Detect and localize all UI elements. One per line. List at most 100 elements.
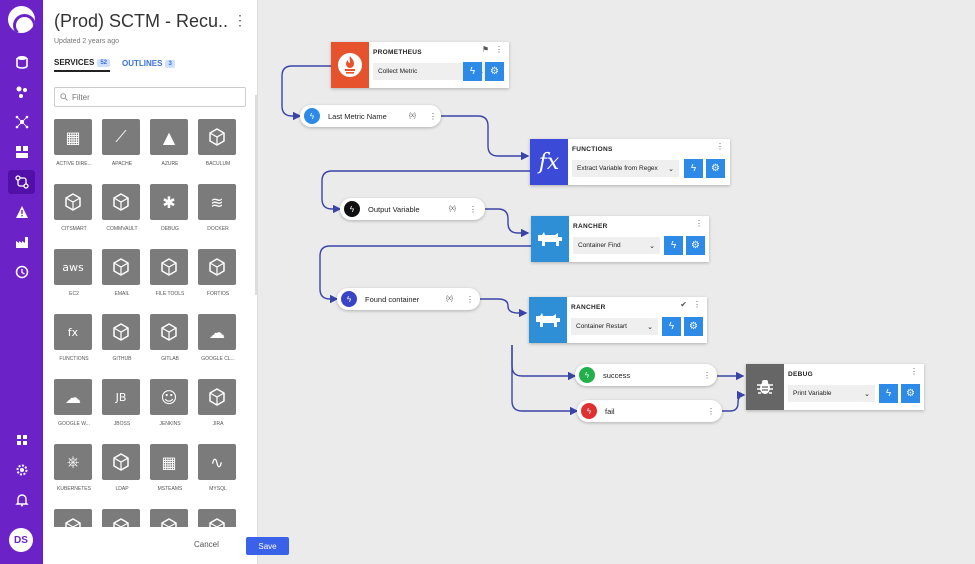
more-vertical-icon[interactable]: ⋮ <box>495 45 503 54</box>
service-tile[interactable] <box>102 509 142 527</box>
lightning-button[interactable]: ϟ <box>664 236 683 255</box>
service-tile[interactable]: GITLAB <box>150 314 190 362</box>
more-vertical-icon[interactable]: ⋮ <box>233 12 247 28</box>
service-tile[interactable]: ☁GOOGLE CL... <box>198 314 238 362</box>
service-tile[interactable]: LDAP <box>102 444 142 492</box>
connector <box>441 115 530 161</box>
gear-button[interactable]: ⚙ <box>901 384 920 403</box>
app-logo[interactable] <box>8 6 35 33</box>
service-tile[interactable]: ☁GOOGLE W... <box>54 379 94 427</box>
service-tile[interactable]: COMMVAULT <box>102 184 142 232</box>
database-icon[interactable] <box>8 50 35 74</box>
service-tile[interactable]: FILE TOOLS <box>150 249 190 297</box>
lightning-button[interactable]: ϟ <box>879 384 898 403</box>
lightning-button[interactable]: ϟ <box>463 62 482 81</box>
service-label: GOOGLE W... <box>58 421 90 427</box>
history-icon[interactable] <box>8 260 35 284</box>
flag-icon[interactable]: ⚑ <box>481 45 489 54</box>
service-tile[interactable]: ⟋APACHE <box>102 119 142 167</box>
variable-icon: {x} <box>409 113 417 119</box>
more-vertical-icon[interactable]: ⋮ <box>716 142 724 151</box>
workflow-icon[interactable] <box>8 170 35 194</box>
service-tile[interactable]: ⎈KUBERNETES <box>54 444 94 492</box>
service-tile[interactable]: ▲AZURE <box>150 119 190 167</box>
network-icon[interactable] <box>8 110 35 134</box>
bell-icon[interactable] <box>8 488 35 512</box>
panel-scrollbar[interactable] <box>255 95 257 295</box>
service-tile[interactable]: ✱DEBUG <box>150 184 190 232</box>
service-tile[interactable]: JIRA <box>198 379 238 427</box>
more-vertical-icon[interactable]: ⋮ <box>910 367 918 376</box>
avatar[interactable]: DS <box>9 528 33 552</box>
service-tile[interactable]: ▦ACTIVE DIRE... <box>54 119 94 167</box>
lightning-button[interactable]: ϟ <box>662 317 681 336</box>
more-vertical-icon[interactable]: ⋮ <box>693 300 701 309</box>
service-tile[interactable] <box>198 509 238 527</box>
more-vertical-icon[interactable]: ⋮ <box>707 406 715 416</box>
service-icon <box>102 509 140 527</box>
filter-input[interactable] <box>72 92 232 102</box>
service-label: DEBUG <box>161 226 179 232</box>
output-success[interactable]: ϟ success ⋮ <box>575 364 717 386</box>
service-icon: ▦ <box>150 444 188 480</box>
service-tile[interactable]: BACULUM <box>198 119 238 167</box>
service-tile[interactable]: EMAIL <box>102 249 142 297</box>
connector <box>511 345 579 416</box>
action-select[interactable]: Container Restart⌄ <box>571 318 658 335</box>
service-tile[interactable]: ≋DOCKER <box>198 184 238 232</box>
service-icon: ∿ <box>198 444 236 480</box>
apps-icon[interactable] <box>8 428 35 452</box>
nav-rail: DS <box>0 0 43 564</box>
rancher-icon <box>529 297 567 343</box>
tab-services[interactable]: SERVICES 52 <box>54 58 110 72</box>
alert-icon[interactable] <box>8 200 35 224</box>
output-variable[interactable]: ϟ Output Variable {x} ⋮ <box>340 198 485 220</box>
more-vertical-icon[interactable]: ⋮ <box>703 370 711 380</box>
action-select[interactable]: Container Find⌄ <box>573 237 660 254</box>
service-tile[interactable] <box>150 509 190 527</box>
node-functions[interactable]: fx FUNCTIONS ⋮ Extract Variable from Reg… <box>530 139 730 185</box>
service-tile[interactable]: ☺JENKINS <box>150 379 190 427</box>
variable-icon: {x} <box>446 296 454 302</box>
action-select[interactable]: Extract Variable from Regex⌄ <box>572 160 679 177</box>
service-tile[interactable]: ▦MSTEAMS <box>150 444 190 492</box>
action-select[interactable]: Print Variable⌄ <box>788 385 875 402</box>
more-vertical-icon[interactable]: ⋮ <box>469 204 477 214</box>
nodes-icon[interactable] <box>8 80 35 104</box>
node-rancher-find[interactable]: RANCHER ⋮ Container Find⌄ ϟ ⚙ <box>531 216 709 262</box>
service-tile[interactable]: FORTIOS <box>198 249 238 297</box>
gear-button[interactable]: ⚙ <box>684 317 703 336</box>
node-debug[interactable]: DEBUG ⋮ Print Variable⌄ ϟ ⚙ <box>746 364 924 410</box>
service-tile[interactable] <box>54 509 94 527</box>
count-badge: 52 <box>97 58 110 67</box>
node-prometheus[interactable]: PROMETHEUS ⚑⋮ Collect Metric⌄ ϟ ⚙ <box>331 42 509 88</box>
output-found-container[interactable]: ϟ Found container {x} ⋮ <box>337 288 480 310</box>
more-vertical-icon[interactable]: ⋮ <box>466 294 474 304</box>
service-tile[interactable]: CITSMART <box>54 184 94 232</box>
gear-button[interactable]: ⚙ <box>686 236 705 255</box>
chevron-down-icon: ⌄ <box>668 165 674 173</box>
dashboard-icon[interactable] <box>8 140 35 164</box>
service-icon: ☁ <box>198 314 236 350</box>
lightning-icon: ϟ <box>579 367 595 383</box>
node-rancher-restart[interactable]: RANCHER ✔⋮ Container Restart⌄ ϟ ⚙ <box>529 297 707 343</box>
lightning-button[interactable]: ϟ <box>684 159 703 178</box>
save-button[interactable]: Save <box>246 537 289 555</box>
tab-outlines[interactable]: OUTLINES 3 <box>122 58 175 72</box>
gear-button[interactable]: ⚙ <box>485 62 504 81</box>
more-vertical-icon[interactable]: ⋮ <box>429 111 437 121</box>
service-tile[interactable]: GITHUB <box>102 314 142 362</box>
node-title: RANCHER <box>571 304 606 311</box>
cancel-button[interactable]: Cancel <box>194 540 219 549</box>
more-vertical-icon[interactable]: ⋮ <box>695 219 703 228</box>
service-tile[interactable]: ∿MYSQL <box>198 444 238 492</box>
gear-icon[interactable] <box>8 458 35 482</box>
output-last-metric-name[interactable]: ϟ Last Metric Name {x} ⋮ <box>300 105 441 127</box>
output-fail[interactable]: ϟ fail ⋮ <box>577 400 722 422</box>
service-icon <box>198 379 236 415</box>
gear-button[interactable]: ⚙ <box>706 159 725 178</box>
factory-icon[interactable] <box>8 230 35 254</box>
